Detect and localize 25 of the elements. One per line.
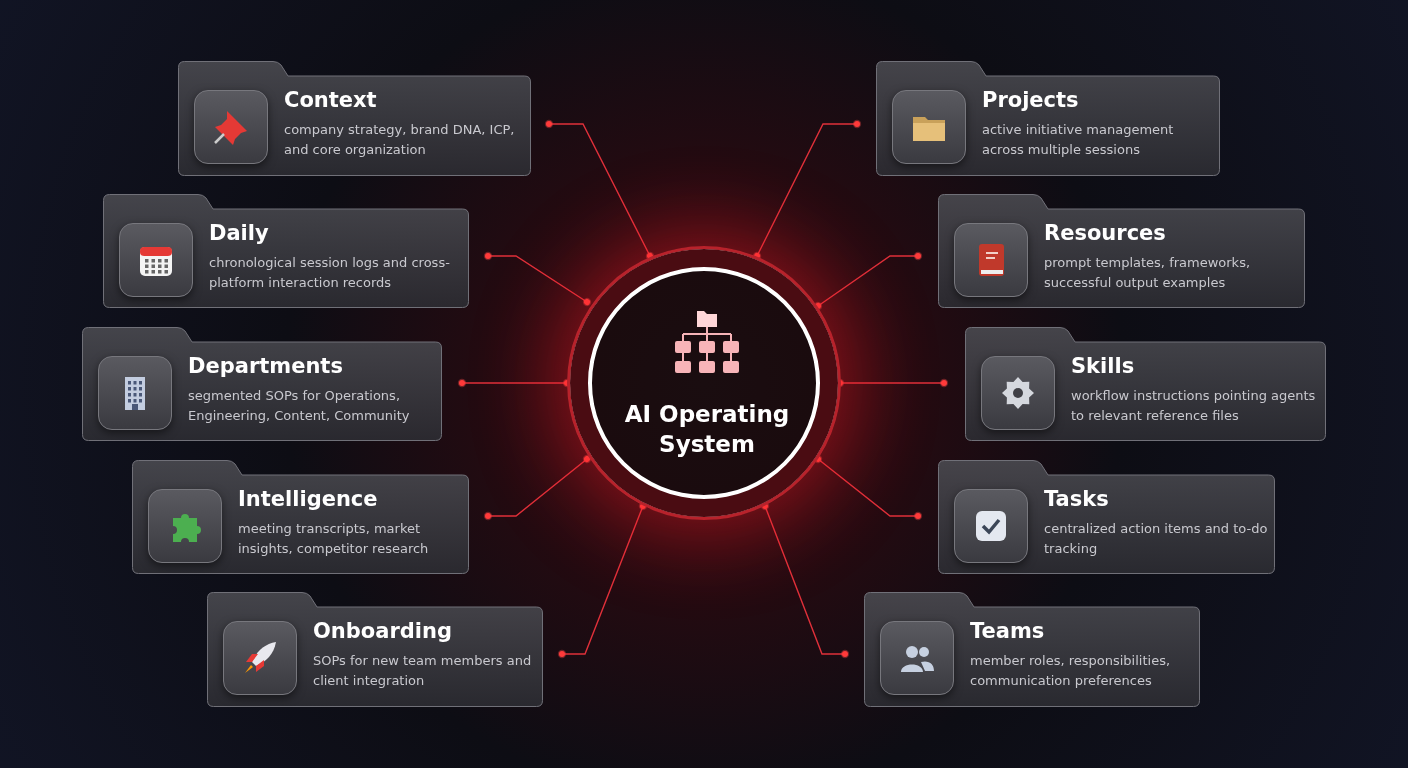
card-title: Departments (188, 354, 343, 378)
card-description: SOPs for new team members and client integration (313, 652, 533, 690)
card-title: Onboarding (313, 619, 452, 643)
connector-line (483, 251, 592, 307)
hub-title: AI Operating System (623, 400, 791, 459)
card-title: Teams (970, 619, 1045, 643)
card-title: Skills (1071, 354, 1135, 378)
card-description: workflow instructions pointing agents to relevant reference files (1071, 387, 1317, 425)
connector-line (813, 251, 923, 311)
card-description: member roles, responsibilities, communication preferences (970, 652, 1172, 690)
card-description: centralized action items and to-do tracking (1044, 520, 1269, 558)
card-title: Resources (1044, 221, 1166, 245)
card-description: prompt templates, frameworks, successful output examples (1044, 254, 1252, 292)
card-title: Tasks (1044, 487, 1109, 511)
card-title: Context (284, 88, 377, 112)
card-description: company strategy, brand DNA, ICP, and core organization (284, 121, 516, 159)
card-description: chronological session logs and cross-platform interaction records (209, 254, 451, 292)
card-description: segmented SOPs for Operations, Engineering, Content, Community (188, 387, 411, 425)
card-description: active initiative management across multiple sessions (982, 121, 1175, 159)
card-title: Intelligence (238, 487, 378, 511)
card-title: Daily (209, 221, 269, 245)
connector-line (544, 119, 655, 261)
card-title: Projects (982, 88, 1079, 112)
card-description: meeting transcripts, market insights, competitor research (238, 520, 430, 558)
connector-line (483, 454, 592, 521)
